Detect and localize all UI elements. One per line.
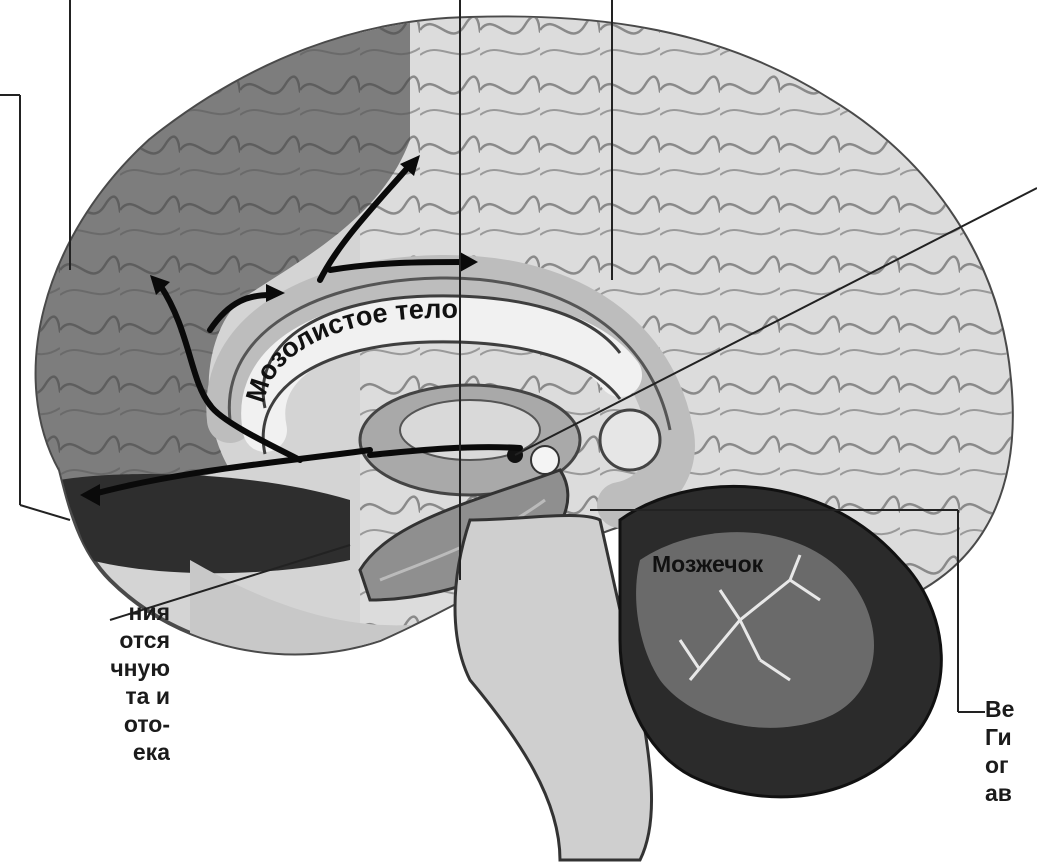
right-caption-line: ав <box>985 779 1037 807</box>
right-caption-line: Ги <box>985 723 1037 751</box>
left-caption-line: ека <box>0 738 170 766</box>
right-caption-line: Ве <box>985 695 1037 723</box>
left-caption-line: отся <box>0 626 170 654</box>
left-caption-block: ния отся чную та и ото- ека <box>0 598 170 858</box>
cerebellum-label: Мозжечок <box>652 551 764 577</box>
left-caption-line: чную <box>0 654 170 682</box>
right-caption-line: ог <box>985 751 1037 779</box>
left-caption-line: ото- <box>0 710 170 738</box>
left-caption-line: та и <box>0 682 170 710</box>
left-caption-line: ния <box>0 598 170 626</box>
right-caption-block: Ве Ги ог ав <box>985 695 1037 865</box>
